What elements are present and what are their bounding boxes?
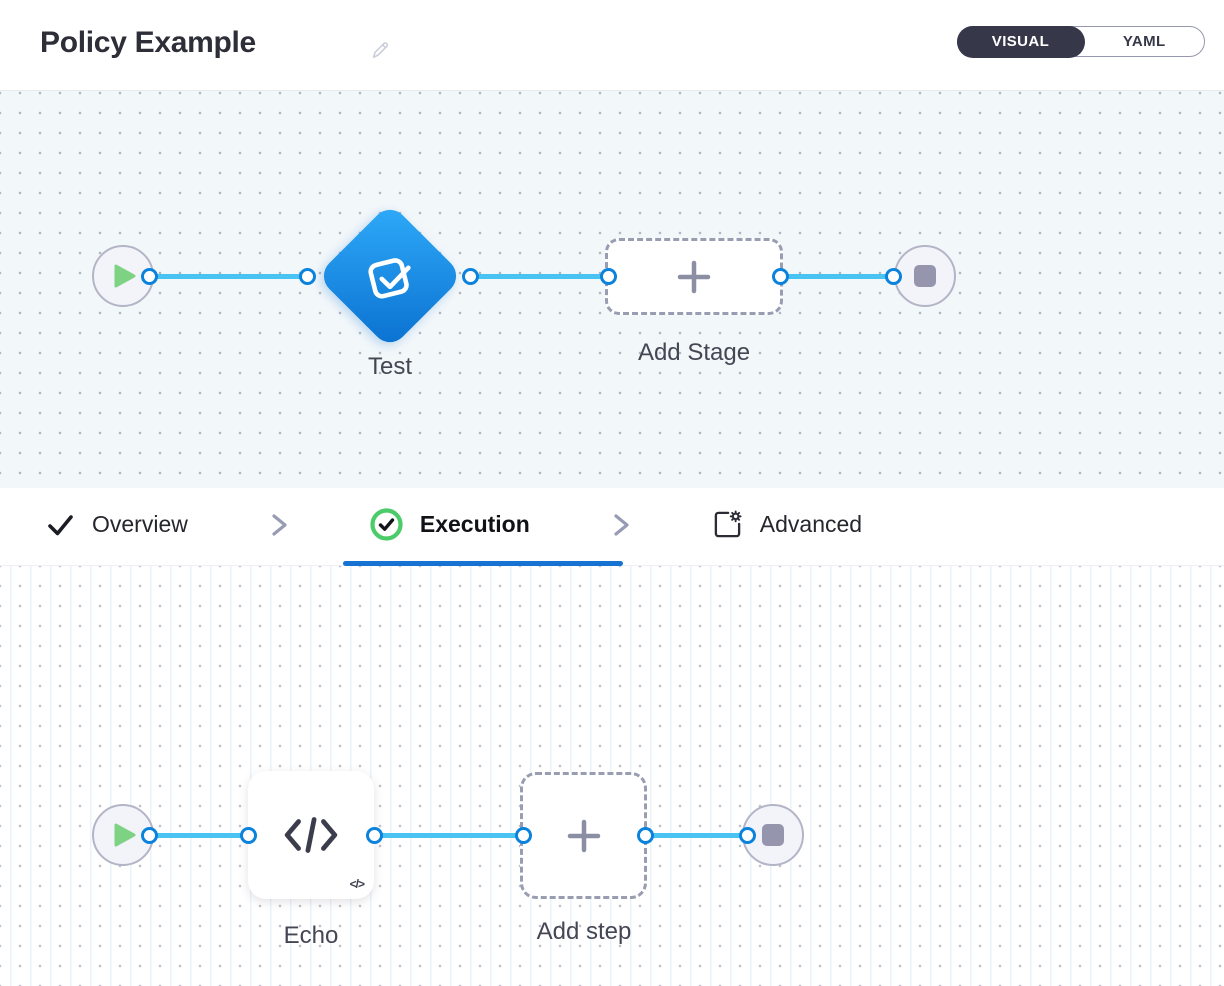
edge <box>374 833 526 838</box>
step-node-echo[interactable]: </> <box>248 771 374 899</box>
approval-check-icon <box>361 247 419 305</box>
edge <box>470 274 610 279</box>
page-header: Policy Example VISUAL YAML <box>0 0 1224 91</box>
connector-port <box>637 827 654 844</box>
page-title: Policy Example <box>40 26 256 59</box>
connector-port <box>240 827 257 844</box>
active-tab-underline <box>343 561 623 566</box>
add-step-label: Add step <box>536 918 632 945</box>
tab-execution[interactable]: Execution <box>370 508 530 541</box>
add-step-button[interactable] <box>520 772 647 899</box>
connector-port <box>141 268 158 285</box>
edge <box>645 833 750 838</box>
stage-node-test[interactable] <box>316 202 464 350</box>
step-node-label: Echo <box>283 922 339 949</box>
pipeline-end-node <box>894 245 956 307</box>
stop-icon <box>762 824 784 846</box>
connector-port <box>885 268 902 285</box>
play-icon <box>113 822 137 848</box>
tab-label: Overview <box>92 511 188 537</box>
toggle-yaml[interactable]: YAML <box>1122 33 1166 50</box>
tab-advanced[interactable]: Advanced <box>712 509 862 540</box>
connector-port <box>366 827 383 844</box>
connector-port <box>462 268 479 285</box>
stop-icon <box>914 265 936 287</box>
connector-port <box>515 827 532 844</box>
stage-node-label: Test <box>367 353 412 380</box>
pencil-icon <box>369 39 391 61</box>
panel-gear-icon <box>712 509 743 540</box>
code-badge-icon: </> <box>349 877 365 891</box>
chevron-right-icon <box>268 511 290 539</box>
edge <box>781 274 896 279</box>
add-stage-button[interactable] <box>605 238 783 315</box>
chevron-right-icon <box>610 511 632 539</box>
add-stage-label: Add Stage <box>637 339 751 366</box>
connector-port <box>772 268 789 285</box>
stage-pipeline-canvas[interactable]: Test Add Stage <box>0 91 1224 488</box>
view-mode-toggle: VISUAL YAML <box>956 25 1205 58</box>
toggle-visual[interactable]: VISUAL <box>956 25 1085 58</box>
edge <box>151 833 250 838</box>
tab-overview[interactable]: Overview <box>45 511 188 539</box>
connector-port <box>739 827 756 844</box>
edit-title-button[interactable] <box>366 36 394 64</box>
tab-label: Advanced <box>759 511 863 537</box>
code-icon <box>282 815 340 855</box>
edge <box>151 274 309 279</box>
connector-port <box>600 268 617 285</box>
play-icon <box>113 263 137 289</box>
connector-port <box>141 827 158 844</box>
check-icon <box>45 511 75 539</box>
connector-port <box>299 268 316 285</box>
stage-config-tabbar: Overview Execution <box>0 488 1224 566</box>
plus-icon <box>675 258 713 296</box>
plus-icon <box>565 817 603 855</box>
execution-steps-canvas[interactable]: </> Echo Add step <box>0 566 1224 986</box>
check-circle-icon <box>370 508 403 541</box>
tab-label: Execution <box>419 511 530 537</box>
